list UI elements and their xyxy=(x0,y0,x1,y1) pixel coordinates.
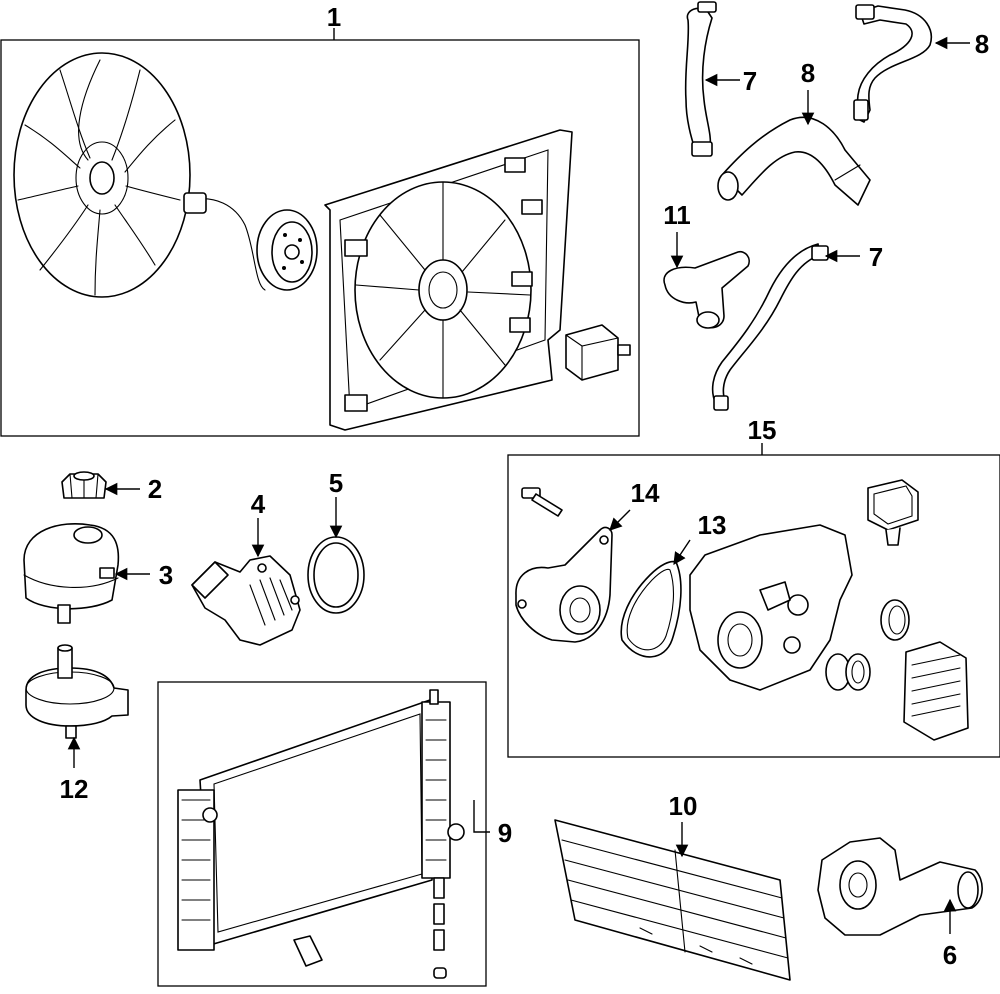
callout-13[interactable]: 13 xyxy=(698,510,727,540)
callout-10[interactable]: 10 xyxy=(669,791,698,821)
fan-motor[interactable] xyxy=(183,192,318,291)
radiator[interactable] xyxy=(177,689,465,979)
callout-15[interactable]: 15 xyxy=(748,415,777,445)
oil-cooler[interactable] xyxy=(903,641,969,741)
fan-blade[interactable] xyxy=(13,52,191,298)
callout-11[interactable]: 11 xyxy=(663,200,691,230)
callout-3[interactable]: 3 xyxy=(159,560,173,590)
water-pump-gasket[interactable] xyxy=(620,560,682,658)
callout-14[interactable]: 14 xyxy=(631,478,660,508)
sensor-housing[interactable] xyxy=(867,479,919,546)
callout-9[interactable]: 9 xyxy=(498,818,512,848)
callout-12[interactable]: 12 xyxy=(60,774,89,804)
coolant-hose-upper[interactable] xyxy=(684,1,717,157)
callout-4[interactable]: 4 xyxy=(251,489,266,519)
reservoir-cap[interactable] xyxy=(61,471,107,499)
fan-shroud[interactable] xyxy=(324,129,573,431)
leader-lines xyxy=(67,28,970,934)
callout-1[interactable]: 1 xyxy=(327,2,341,32)
callout-5[interactable]: 5 xyxy=(329,468,343,498)
heater-hose[interactable] xyxy=(853,4,932,123)
callout-6[interactable]: 6 xyxy=(943,940,957,970)
thermostat-seal[interactable] xyxy=(307,536,365,614)
callout-2[interactable]: 2 xyxy=(148,474,162,504)
water-pump[interactable] xyxy=(515,526,613,643)
radiator-group-box xyxy=(157,681,487,987)
seal-rings-pair[interactable] xyxy=(825,653,871,691)
callout-8-middle[interactable]: 8 xyxy=(801,58,815,88)
water-pump-group-box xyxy=(507,454,1000,758)
auxiliary-water-pump[interactable] xyxy=(25,644,129,739)
coolant-reservoir[interactable] xyxy=(23,523,120,624)
callout-7-lower[interactable]: 7 xyxy=(869,242,883,272)
callout-7-upper[interactable]: 7 xyxy=(743,66,757,96)
pump-bolt[interactable] xyxy=(521,487,563,517)
bypass-hose[interactable] xyxy=(663,250,750,329)
fan-relay-connector[interactable] xyxy=(565,324,631,381)
coolant-hose-lower[interactable] xyxy=(711,243,829,411)
fan-assembly-box xyxy=(0,39,640,437)
thermostat-housing[interactable] xyxy=(191,555,301,646)
radiator-shutter[interactable] xyxy=(554,819,791,981)
thermostat-housing-assembly[interactable] xyxy=(689,524,853,691)
radiator-hose[interactable] xyxy=(717,116,871,206)
callout-8-right[interactable]: 8 xyxy=(975,29,989,59)
seal-ring-large[interactable] xyxy=(880,599,910,641)
water-outlet-housing[interactable] xyxy=(817,837,983,936)
